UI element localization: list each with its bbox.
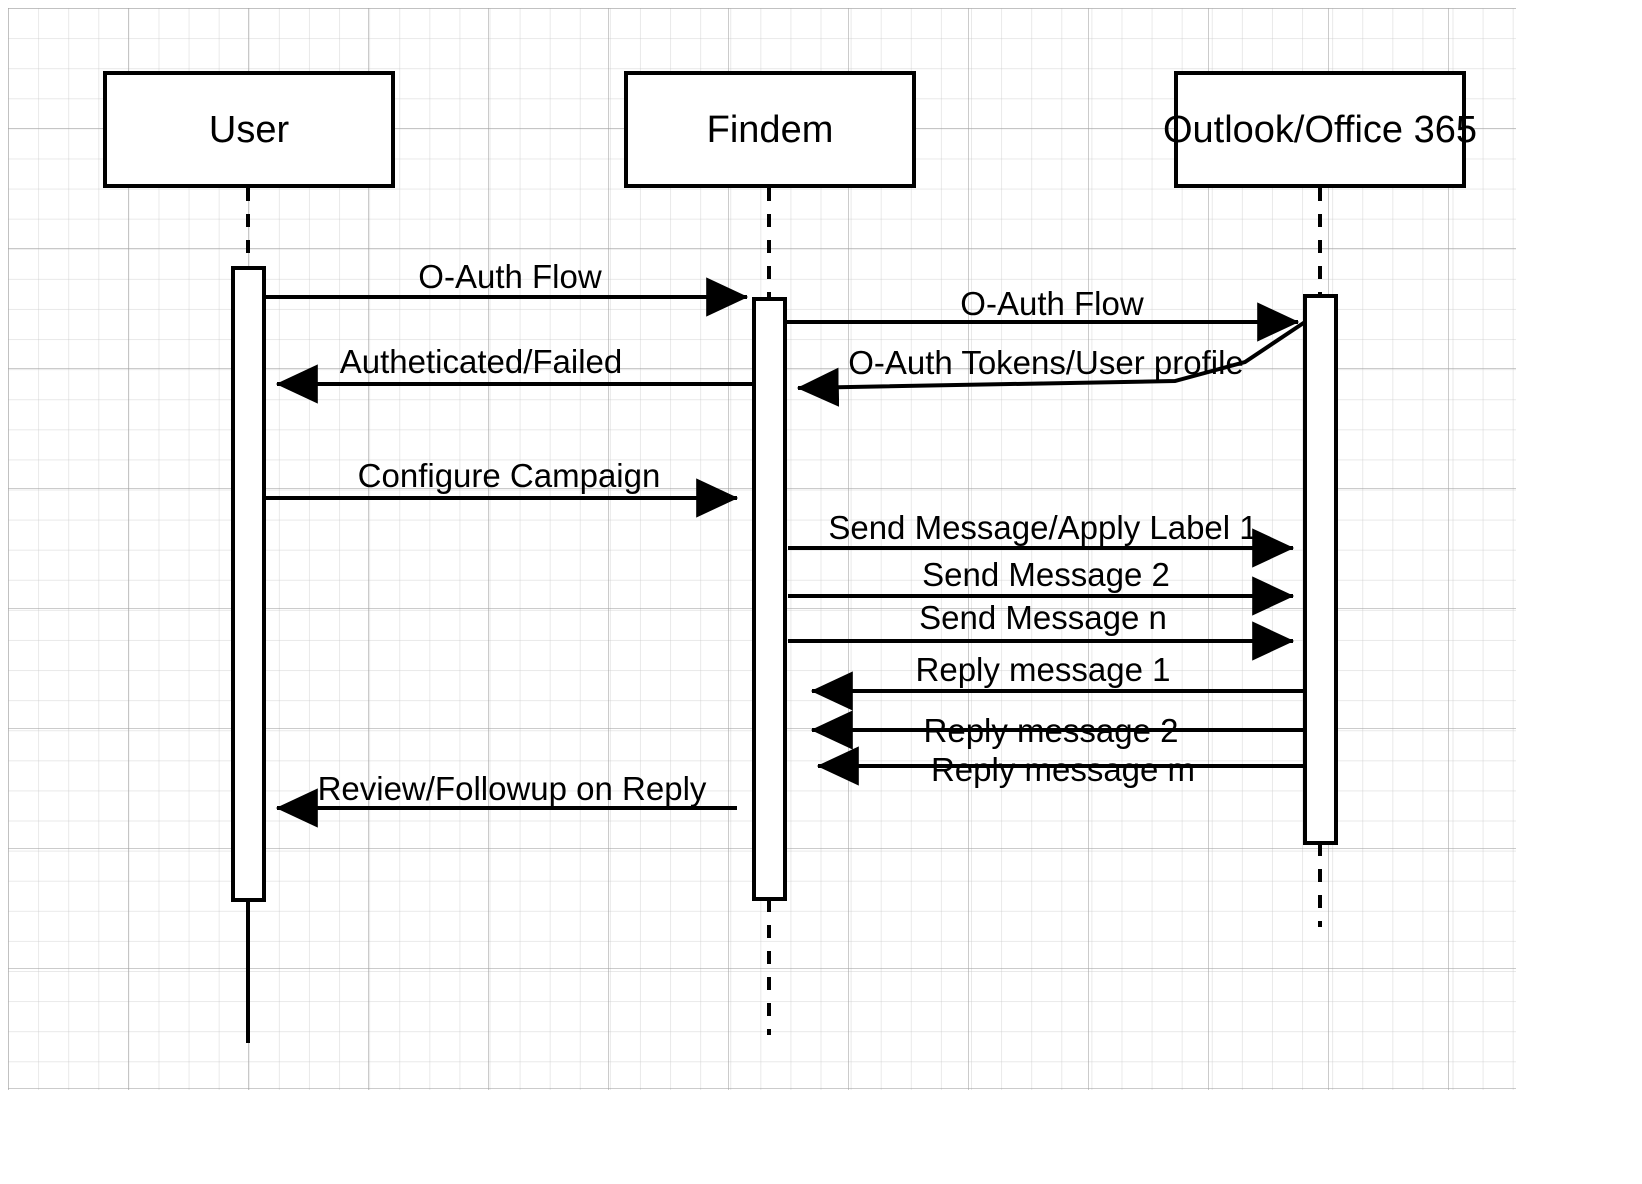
message-8-label: Send Message n [919,599,1167,636]
message-11-reply-message-m[interactable]: Reply message m [816,746,1305,788]
message-2-oauth-flow-findem-to-outlook[interactable]: O-Auth Flow [785,285,1300,342]
participant-label-user: User [209,109,290,151]
message-7-label: Send Message 2 [922,556,1170,593]
message-4-oauth-tokens-user-profile[interactable]: O-Auth Tokens/User profile [796,320,1307,407]
activation-bar-outlook[interactable] [1303,294,1338,845]
message-2-label: O-Auth Flow [960,285,1144,322]
participant-findem[interactable]: Findem [624,71,916,188]
participant-label-findem: Findem [707,109,834,151]
message-9-reply-message-1[interactable]: Reply message 1 [810,651,1305,711]
activation-bar-findem[interactable] [752,297,787,901]
participant-user[interactable]: User [103,71,395,188]
participant-box-outlook[interactable] [1174,71,1466,188]
message-5-configure-campaign[interactable]: Configure Campaign [265,457,739,518]
message-10-reply-message-2[interactable]: Reply message 2 [810,710,1305,750]
message-4-arrow [796,320,1307,407]
message-1-oauth-flow-user-to-findem[interactable]: O-Auth Flow [264,258,749,317]
message-12-review-followup-on-reply[interactable]: Review/Followup on Reply [275,770,737,828]
message-8-send-message-n[interactable]: Send Message n [788,599,1295,661]
message-1-label: O-Auth Flow [418,258,602,295]
participant-box-findem[interactable] [624,71,916,188]
message-6-label: Send Message/Apply Label 1 [828,509,1257,546]
message-3-label: Autheticated/Failed [340,343,623,380]
participant-box-user[interactable] [103,71,395,188]
message-3-authenticated-failed[interactable]: Autheticated/Failed [275,343,754,404]
participant-label-outlook: Outlook/Office 365 [1163,109,1477,151]
message-12-label: Review/Followup on Reply [318,770,707,807]
activation-bar-user[interactable] [231,266,266,902]
message-9-label: Reply message 1 [916,651,1171,688]
message-6-send-message-apply-label-1[interactable]: Send Message/Apply Label 1 [788,509,1295,568]
message-5-label: Configure Campaign [358,457,661,494]
participant-outlook[interactable]: Outlook/Office 365 [1163,71,1477,188]
message-4-label: O-Auth Tokens/User profile [848,344,1244,381]
message-11-label: Reply message m [931,751,1195,788]
message-7-send-message-2[interactable]: Send Message 2 [788,556,1295,616]
